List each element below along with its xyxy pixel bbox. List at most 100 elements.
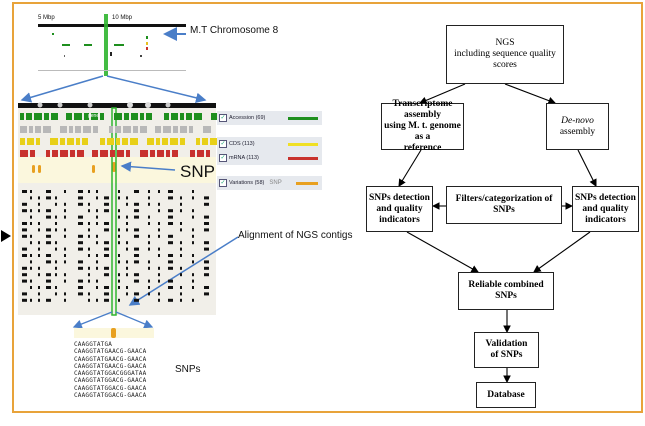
gene-feature bbox=[100, 138, 105, 145]
alignment-label: Alignment of NGS contigs bbox=[238, 230, 353, 241]
read-glyph bbox=[148, 292, 150, 296]
read-glyph bbox=[78, 266, 83, 270]
gene-feature bbox=[126, 150, 130, 157]
legend-variations[interactable]: ✓ Variations (58) SNP bbox=[217, 176, 322, 190]
read-glyph bbox=[46, 190, 51, 193]
gene-feature bbox=[20, 126, 27, 133]
gene-feature bbox=[34, 113, 42, 120]
read-glyph bbox=[148, 215, 150, 219]
read-glyph bbox=[204, 266, 209, 270]
read-glyph bbox=[148, 196, 150, 200]
read-glyph bbox=[134, 260, 139, 264]
read-glyph bbox=[88, 273, 90, 277]
read-glyph bbox=[88, 266, 90, 270]
gene-feature bbox=[146, 113, 152, 120]
read-glyph bbox=[134, 190, 139, 193]
read-glyph bbox=[78, 222, 83, 225]
gene-feature bbox=[166, 150, 170, 157]
read-glyph bbox=[204, 222, 209, 225]
read-glyph bbox=[96, 254, 98, 257]
read-glyph bbox=[96, 298, 98, 302]
read-glyph bbox=[158, 266, 160, 270]
gene-feature bbox=[100, 113, 104, 120]
scale-end-label: 10 Mbp bbox=[112, 15, 133, 21]
read-glyph bbox=[180, 241, 182, 245]
read-glyph bbox=[38, 273, 40, 277]
sequence-row: CAAGGTATGA bbox=[74, 341, 113, 348]
gene-feature bbox=[123, 126, 131, 133]
read-glyph bbox=[126, 196, 128, 200]
read-glyph bbox=[118, 298, 120, 302]
legend-mrna[interactable]: ✓ mRNA (113) bbox=[217, 151, 322, 165]
read-glyph bbox=[30, 279, 32, 283]
gene-feature bbox=[211, 113, 218, 120]
gene-feature bbox=[77, 150, 84, 157]
gene-feature bbox=[155, 126, 161, 133]
gene-feature bbox=[210, 138, 218, 145]
read-glyph bbox=[118, 234, 120, 238]
read-glyph bbox=[118, 190, 120, 193]
read-glyph bbox=[168, 260, 173, 264]
read-glyph bbox=[96, 260, 98, 264]
read-glyph bbox=[104, 209, 109, 213]
gene-feature bbox=[66, 113, 72, 120]
read-glyph bbox=[118, 196, 120, 200]
read-glyph bbox=[78, 260, 83, 264]
gene-tag: gene bbox=[88, 113, 100, 119]
read-glyph bbox=[46, 298, 51, 302]
read-glyph bbox=[78, 241, 83, 245]
read-glyph bbox=[126, 292, 128, 296]
checkbox-icon[interactable]: ✓ bbox=[219, 140, 227, 148]
read-glyph bbox=[22, 279, 27, 283]
sequence-row: CAAGGTATGGACG-GAACA bbox=[74, 377, 147, 385]
read-glyph bbox=[38, 292, 40, 296]
legend-accession[interactable]: ✓ Accession (69) bbox=[217, 111, 322, 125]
read-glyph bbox=[78, 292, 83, 296]
read-glyph bbox=[148, 286, 150, 289]
read-glyph bbox=[126, 222, 128, 225]
gene-feature bbox=[82, 138, 88, 145]
read-glyph bbox=[78, 190, 83, 193]
read-glyph bbox=[158, 202, 160, 206]
read-glyph bbox=[158, 273, 160, 277]
read-glyph bbox=[158, 234, 160, 238]
gene-feature bbox=[93, 126, 98, 133]
gene-feature bbox=[147, 138, 154, 145]
read-glyph bbox=[64, 209, 66, 213]
legend-cds[interactable]: ✓ CDS (113) bbox=[217, 137, 322, 151]
gene-feature bbox=[70, 150, 75, 157]
gene-feature bbox=[109, 126, 113, 133]
read-glyph bbox=[168, 196, 173, 200]
read-glyph bbox=[64, 228, 66, 232]
read-glyph bbox=[96, 215, 98, 219]
read-glyph bbox=[64, 247, 66, 251]
gene-feature bbox=[26, 113, 32, 120]
checkbox-icon[interactable]: ✓ bbox=[219, 154, 227, 162]
read-glyph bbox=[78, 286, 83, 289]
gene-feature bbox=[202, 138, 208, 145]
gene-feature bbox=[133, 126, 138, 133]
read-glyph bbox=[118, 209, 120, 213]
read-glyph bbox=[78, 247, 83, 251]
read-glyph bbox=[204, 228, 209, 232]
read-glyph bbox=[46, 234, 51, 238]
read-glyph bbox=[158, 292, 160, 296]
read-glyph bbox=[46, 215, 51, 219]
checkbox-icon[interactable]: ✓ bbox=[219, 179, 227, 187]
gene-feature bbox=[196, 138, 200, 145]
read-glyph bbox=[55, 286, 57, 289]
gene-feature bbox=[140, 150, 148, 157]
read-glyph bbox=[168, 254, 173, 257]
read-glyph bbox=[192, 228, 194, 232]
gene-feature bbox=[180, 138, 185, 145]
checkbox-icon[interactable]: ✓ bbox=[219, 114, 227, 122]
read-glyph bbox=[55, 202, 57, 206]
read-glyph bbox=[64, 215, 66, 219]
read-glyph bbox=[88, 222, 90, 225]
read-glyph bbox=[158, 279, 160, 283]
read-glyph bbox=[30, 266, 32, 270]
gene-feature bbox=[206, 150, 210, 157]
read-glyph bbox=[64, 292, 66, 296]
